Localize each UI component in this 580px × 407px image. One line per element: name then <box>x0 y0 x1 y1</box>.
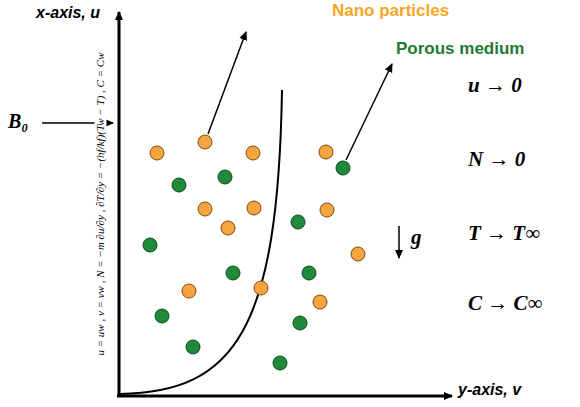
particle-dot <box>198 135 212 149</box>
axis-label: y-axis, v <box>458 381 521 399</box>
particle-dot <box>218 170 232 184</box>
particle-dot <box>143 238 157 252</box>
particle-dot <box>221 221 235 235</box>
particle-dot <box>293 316 307 330</box>
leader-line <box>208 32 246 134</box>
boundary-condition: u → 0 <box>468 74 522 97</box>
particle-dot <box>319 145 333 159</box>
gravity-label: g <box>411 226 422 249</box>
particle-dot <box>313 295 327 309</box>
particle-dot <box>273 356 287 370</box>
particle-dot <box>254 281 268 295</box>
particle-dot <box>247 201 261 215</box>
particle-dot <box>302 266 316 280</box>
particle-dot <box>351 247 365 261</box>
wall-condition: u = uw , v = vw , N = −m ∂u/∂y , ∂T/∂y =… <box>95 52 107 355</box>
particle-dot <box>320 203 334 217</box>
axis-label: x-axis, u <box>36 4 100 22</box>
particle-dot <box>336 161 350 175</box>
particle-dot <box>186 340 200 354</box>
particle-dot <box>291 215 305 229</box>
particle-dot <box>155 309 169 323</box>
particle-dot <box>182 284 196 298</box>
boundary-condition: N → 0 <box>468 148 525 171</box>
particle-dot <box>150 146 164 160</box>
particle-dot <box>226 266 240 280</box>
medium-label: Porous medium <box>396 40 524 59</box>
particle-dot <box>172 178 186 192</box>
y-axis <box>117 395 452 398</box>
particle-dot <box>246 146 260 160</box>
x-axis <box>118 12 121 397</box>
field-label: B₀ <box>8 110 28 132</box>
particle-label: Nano particles <box>332 2 449 21</box>
boundary-condition: T → T∞ <box>468 222 540 245</box>
particle-dot <box>198 202 212 216</box>
leader-line <box>346 64 392 160</box>
boundary-layer-curve <box>120 90 282 394</box>
gravity-arrow <box>398 226 400 258</box>
particle-dots <box>143 135 365 370</box>
boundary-condition: C → C∞ <box>468 292 542 315</box>
